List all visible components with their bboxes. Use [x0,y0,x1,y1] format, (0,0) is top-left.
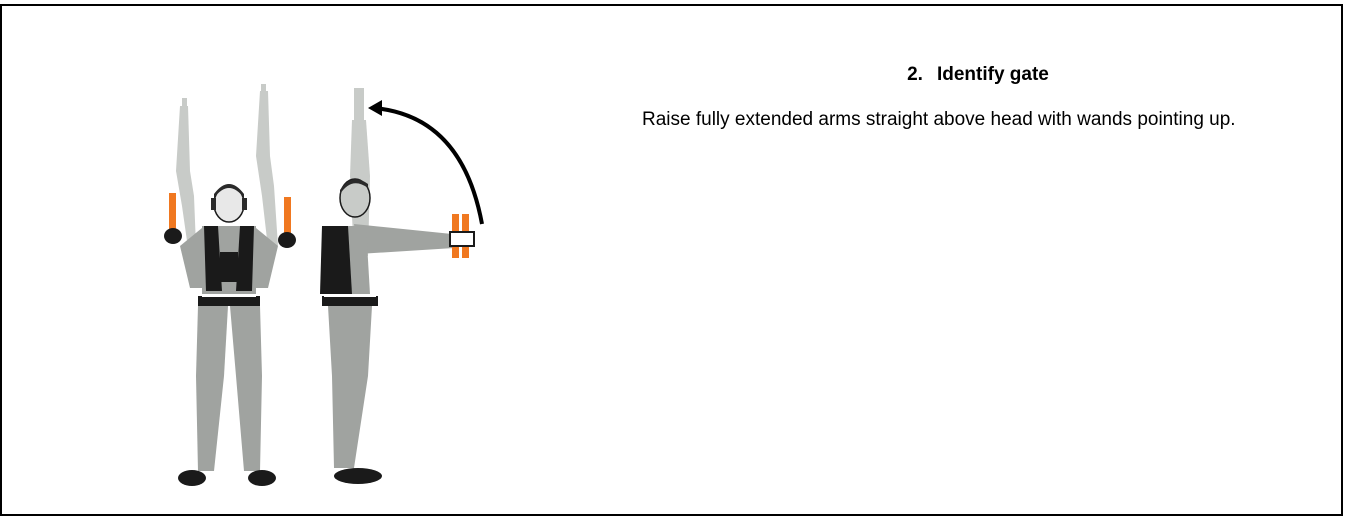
front-view-marshaller [164,84,296,486]
signal-number: 2. [907,64,923,85]
signal-card: 2. Identify gate Raise fully extended arm… [0,4,1343,516]
signal-description: Raise fully extended arms straight above… [642,109,1236,130]
front-belt [198,296,260,306]
side-view-marshaller [320,88,484,484]
side-hand [449,231,475,247]
right-wand [284,197,291,235]
signal-heading: 2. Identify gate [642,64,1314,86]
left-wand [169,193,176,231]
marshaller-illustration [132,76,512,501]
curved-arrow-up [373,106,484,225]
signal-title: Identify gate [936,64,1049,85]
ghost-raised-wands [176,84,278,248]
signal-text: 2. Identify gate Raise fully extended arm… [642,64,1314,131]
side-head [339,178,371,218]
side-belt [322,296,378,306]
